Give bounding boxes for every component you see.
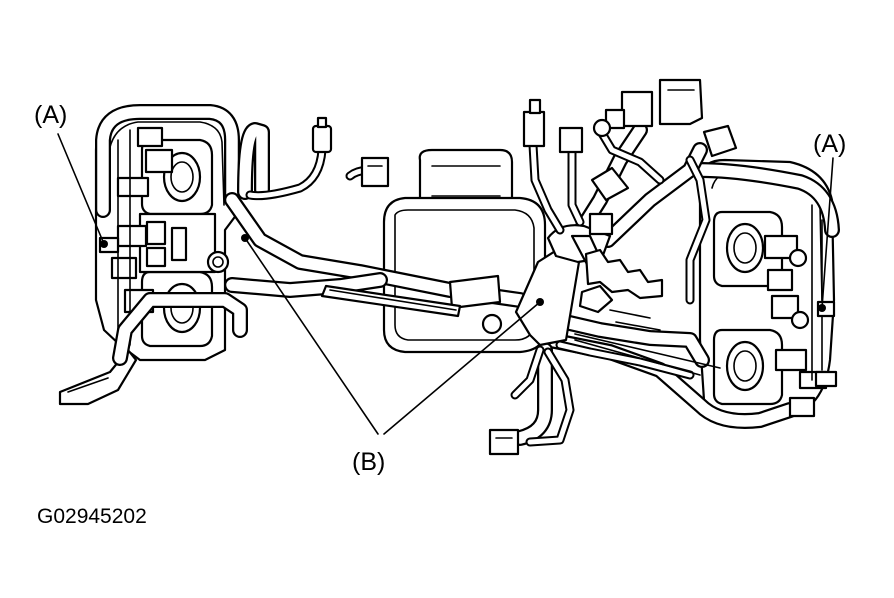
- leader-a-right-dot: [818, 304, 826, 312]
- leader-a-left: [57, 133, 105, 245]
- label-b: (B): [352, 448, 385, 476]
- label-a-left: (A): [34, 101, 67, 129]
- figure-id: G02945202: [37, 505, 147, 528]
- label-a-right: (A): [813, 130, 846, 158]
- central-block: [382, 148, 547, 354]
- leader-a-right: [821, 157, 834, 309]
- leader-b-left-dot: [241, 234, 249, 242]
- leader-b-left: [244, 237, 379, 435]
- leader-b-right-dot: [536, 298, 544, 306]
- thin-wires: [245, 125, 721, 447]
- connectors: [136, 78, 838, 456]
- leader-a-left-dot: [100, 240, 108, 248]
- right-cylinder-head: [698, 158, 836, 427]
- leader-b-right: [383, 301, 541, 435]
- stepped-bracket: [584, 248, 664, 331]
- callout-leaders: [57, 133, 834, 435]
